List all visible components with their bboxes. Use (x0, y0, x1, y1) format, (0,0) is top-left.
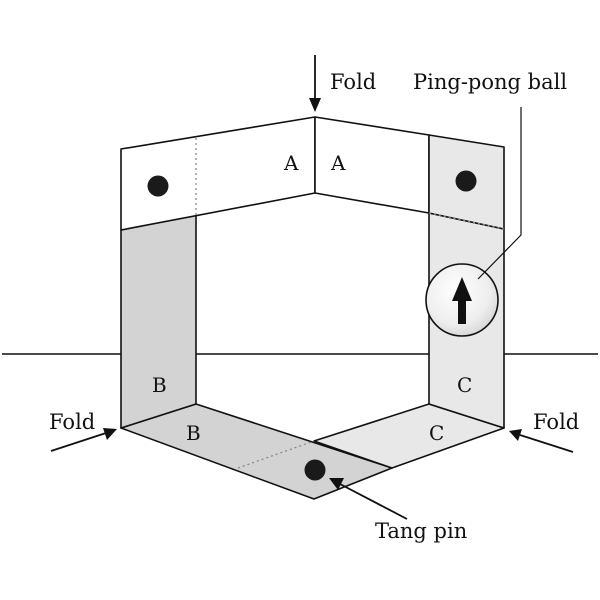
dot-top-left (147, 175, 169, 197)
ball-up-arrow-icon (452, 277, 472, 324)
face-label-c-upright: C (457, 373, 472, 397)
fold-right-label: Fold (533, 410, 579, 434)
tang-pin-arrow-shaft (339, 483, 408, 520)
fold-left-label: Fold (49, 410, 95, 434)
tang-pin-arrow-head (329, 478, 344, 490)
dot-top-right (455, 170, 477, 192)
fold-top-label: Fold (330, 70, 376, 94)
fold-right-arrow-head (509, 429, 522, 441)
ball-leader-line (477, 107, 522, 280)
ping-pong-ball-label: Ping-pong ball (413, 70, 567, 94)
fold-right-arrow-shaft (519, 434, 574, 453)
face-label-a-left: A (283, 151, 299, 175)
fold-top-arrow-head (309, 98, 321, 112)
fold-left-arrow-head (103, 428, 117, 440)
tang-pin-label: Tang pin (375, 519, 467, 543)
face-label-b-upright: B (152, 373, 167, 397)
tang-pin-dot (304, 459, 326, 481)
bottom-fold-dotted (237, 440, 315, 469)
fold-left-arrow-shaft (50, 432, 107, 452)
face-label-a-right: A (330, 151, 346, 175)
face-label-b-bottom: B (186, 421, 201, 445)
face-label-c-bottom: C (429, 421, 444, 445)
